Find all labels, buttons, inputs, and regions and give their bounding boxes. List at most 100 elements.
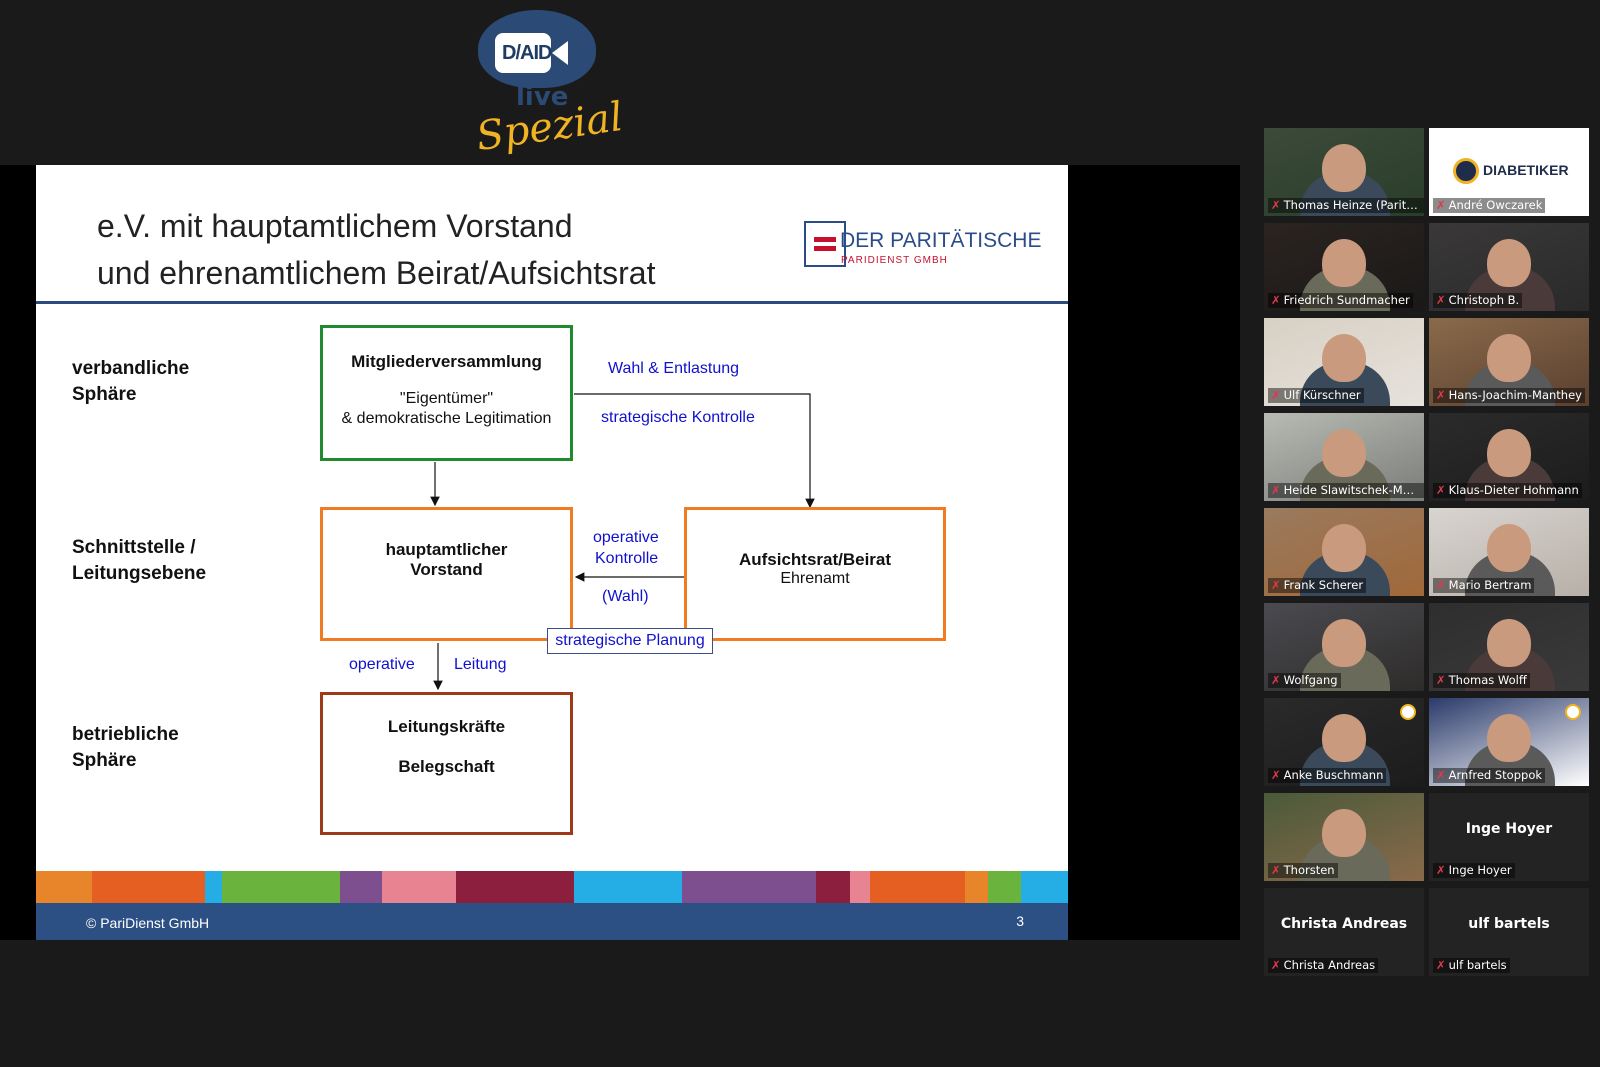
participant-name-label: ✗Christoph B.: [1433, 293, 1523, 308]
title-rule: [36, 301, 1068, 304]
participant-tile[interactable]: ulf bartels ✗ulf bartels: [1429, 888, 1589, 976]
participant-name: Hans-Joachim-Manthey: [1448, 388, 1582, 402]
mic-muted-icon: ✗: [1436, 293, 1446, 307]
diabetiker-badge-icon: [1565, 704, 1581, 720]
logo-screen: [495, 33, 551, 73]
participant-tile[interactable]: ✗Thorsten: [1264, 793, 1424, 881]
participant-tile[interactable]: ✗Hans-Joachim-Manthey: [1429, 318, 1589, 406]
participant-tile[interactable]: ✗Arnfred Stoppok: [1429, 698, 1589, 786]
participant-tile[interactable]: ✗Wolfgang: [1264, 603, 1424, 691]
participant-head: [1322, 429, 1366, 477]
participant-tile[interactable]: ✗Thomas Wolff: [1429, 603, 1589, 691]
participant-tile[interactable]: ✗Thomas Heinze (Parität ...: [1264, 128, 1424, 216]
label-operative-kontrolle-1: operative: [593, 529, 659, 546]
participant-name: Inge Hoyer: [1448, 863, 1512, 877]
members-line-2: & demokratische Legitimation: [341, 410, 552, 427]
camera-icon: [552, 41, 568, 65]
sphere-middle-line-2: Leitungsebene: [72, 563, 207, 584]
participant-tile[interactable]: ✗Heide Slawitschek-Mulle: [1264, 413, 1424, 501]
color-stripe: [36, 871, 92, 903]
participant-head: [1322, 809, 1366, 857]
participant-head: [1322, 524, 1366, 572]
color-stripe: [382, 871, 456, 903]
participant-name: Frank Scherer: [1283, 578, 1364, 592]
label-operative: operative: [349, 656, 415, 673]
participant-head: [1487, 619, 1531, 667]
sphere-bottom: betriebliche Sphäre: [72, 722, 179, 774]
mic-muted-icon: ✗: [1436, 483, 1446, 497]
paritaetische-mark-icon: [804, 221, 846, 267]
color-stripe: [205, 871, 222, 903]
participant-display-name: Inge Hoyer: [1465, 821, 1553, 837]
participant-name: André Owczarek: [1448, 198, 1543, 212]
label-operative-kontrolle-2: Kontrolle: [595, 550, 659, 567]
slide-title: e.V. mit hauptamtlichem Vorstand und ehr…: [97, 203, 655, 297]
participant-tile[interactable]: ✗Klaus-Dieter Hohmann: [1429, 413, 1589, 501]
color-stripes: [36, 871, 1068, 903]
box-leitungskraefte: Leitungskräfte Belegschaft: [320, 692, 573, 835]
participant-tile[interactable]: Inge Hoyer✗Inge Hoyer: [1429, 793, 1589, 881]
diabetiker-logo-icon: [1453, 158, 1479, 184]
sphere-top: verbandliche Sphäre: [72, 356, 189, 408]
mic-muted-icon: ✗: [1271, 293, 1281, 307]
slide-title-line-1: e.V. mit hauptamtlichem Vorstand: [97, 208, 573, 244]
participant-tile[interactable]: ✗Anke Buschmann: [1264, 698, 1424, 786]
participant-tile[interactable]: ✗Mario Bertram: [1429, 508, 1589, 596]
participant-head: [1487, 334, 1531, 382]
participant-name: Mario Bertram: [1448, 578, 1532, 592]
label-leitung: Leitung: [454, 656, 507, 673]
brand-name: DER PARITÄTISCHE: [840, 229, 1042, 252]
box-hauptamtlicher-vorstand: hauptamtlicher Vorstand: [320, 507, 573, 641]
participant-name-label: ✗Anke Buschmann: [1268, 768, 1387, 783]
color-stripe: [1021, 871, 1068, 903]
mic-muted-icon: ✗: [1436, 578, 1446, 592]
sphere-bottom-line-1: betriebliche: [72, 724, 179, 745]
participant-name: Wolfgang: [1283, 673, 1338, 687]
participant-head: [1322, 144, 1366, 192]
color-stripe: [456, 871, 574, 903]
participant-name-label: ✗Ulf Kürschner: [1268, 388, 1364, 403]
color-stripe: [988, 871, 1021, 903]
mic-muted-icon: ✗: [1271, 198, 1281, 212]
board-line-1: hauptamtlicher: [385, 540, 508, 559]
participant-name-label: ✗Klaus-Dieter Hohmann: [1433, 483, 1582, 498]
color-stripe: [870, 871, 965, 903]
participant-name-label: ✗Thomas Heinze (Parität ...: [1268, 198, 1424, 213]
color-stripe: [574, 871, 682, 903]
participant-name: Thomas Heinze (Parität ...: [1283, 198, 1424, 212]
color-stripe: [850, 871, 870, 903]
logo-spezial: Spezial: [473, 93, 626, 161]
color-stripe: [222, 871, 340, 903]
participant-head: [1487, 714, 1531, 762]
box-mitgliederversammlung: Mitgliederversammlung "Eigentümer" & dem…: [320, 325, 573, 461]
participant-name: Thorsten: [1283, 863, 1335, 877]
mic-muted-icon: ✗: [1271, 673, 1281, 687]
color-stripe: [340, 871, 382, 903]
participant-tile[interactable]: DIABETIKER✗André Owczarek: [1429, 128, 1589, 216]
box-aufsichtsrat: Aufsichtsrat/Beirat Ehrenamt: [684, 507, 946, 641]
participant-name-label: ✗Inge Hoyer: [1433, 863, 1515, 878]
participant-tile[interactable]: ✗Frank Scherer: [1264, 508, 1424, 596]
participant-name-label: ✗Mario Bertram: [1433, 578, 1535, 593]
participant-tile[interactable]: ✗Ulf Kürschner: [1264, 318, 1424, 406]
participant-name-label: ✗André Owczarek: [1433, 198, 1546, 213]
mic-muted-icon: ✗: [1271, 768, 1281, 782]
participant-name: Friedrich Sundmacher: [1283, 293, 1410, 307]
label-wahl-entlastung: Wahl & Entlastung: [608, 360, 740, 377]
participant-tile[interactable]: Christa Andreas✗Christa Andreas: [1264, 888, 1424, 976]
logo-tag: D/AID: [502, 42, 552, 64]
participant-tile[interactable]: ✗Friedrich Sundmacher: [1264, 223, 1424, 311]
label-strategische-kontrolle: strategische Kontrolle: [601, 409, 755, 426]
supervisory-sub: Ehrenamt: [780, 570, 850, 587]
participant-name-label: ✗ulf bartels: [1433, 958, 1510, 973]
participant-display-name: ulf bartels: [1468, 916, 1550, 932]
diabetiker-badge-icon: [1400, 704, 1416, 720]
participant-name-label: ✗Arnfred Stoppok: [1433, 768, 1546, 783]
board-line-2: Vorstand: [410, 560, 483, 579]
mic-muted-icon: ✗: [1436, 388, 1446, 402]
participant-name-label: ✗Hans-Joachim-Manthey: [1433, 388, 1585, 403]
participant-name: Christa Andreas: [1283, 958, 1376, 972]
participant-tile[interactable]: ✗Christoph B.: [1429, 223, 1589, 311]
slide-footer: © PariDienst GmbH 3: [36, 903, 1068, 940]
logo-live: live: [516, 82, 569, 112]
